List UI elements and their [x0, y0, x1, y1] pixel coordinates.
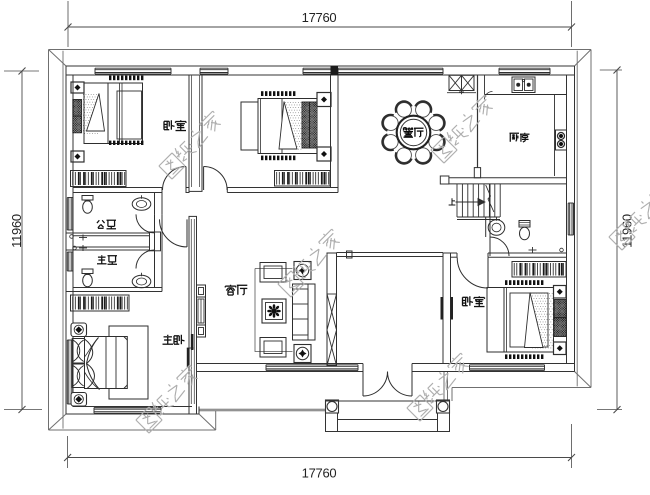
- svg-text:17760: 17760: [302, 10, 337, 25]
- svg-text:17760: 17760: [302, 466, 337, 481]
- svg-text:11960: 11960: [9, 214, 24, 248]
